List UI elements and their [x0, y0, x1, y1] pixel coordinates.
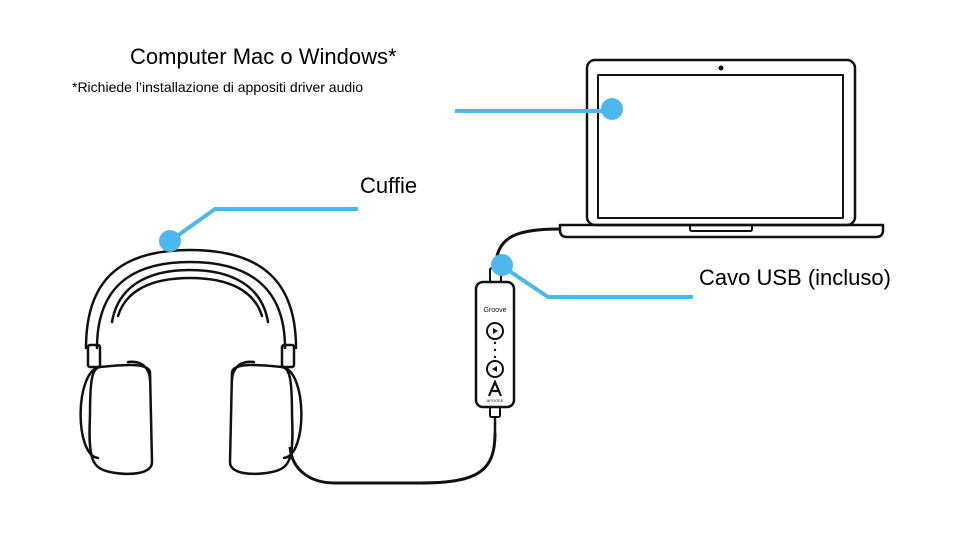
callout-dot-computer: [601, 98, 623, 120]
computer-label: Computer Mac o Windows*: [130, 44, 397, 69]
callout-dot-headphones: [159, 230, 181, 252]
callout-line-usb: [500, 264, 693, 299]
dac-brand-text: Groove: [484, 307, 507, 314]
callout-dot-usb: [491, 254, 513, 276]
headphones-label: Cuffie: [360, 173, 418, 198]
dac-maker-text: APOGEE: [487, 398, 504, 403]
headphones-icon: [79, 248, 303, 476]
laptop-icon: [558, 58, 885, 239]
computer-note-label: *Richiede l’installazione di appositi dr…: [72, 79, 364, 95]
usb-dac-icon: [474, 267, 516, 433]
headphone-cable: [288, 432, 497, 485]
callout-line-headphones: [168, 207, 358, 243]
usb-cable-label: Cavo USB (incluso): [699, 265, 891, 290]
